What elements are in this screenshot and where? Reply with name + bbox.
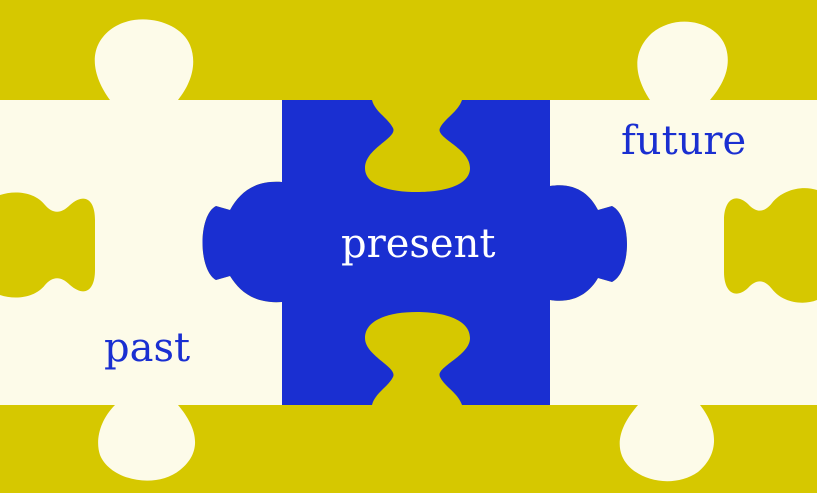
label-past: past [104, 328, 190, 368]
label-future: future [621, 121, 746, 161]
label-present: present [341, 224, 495, 264]
past-piece-inner-notch [0, 192, 95, 297]
future-piece-inner-notch [724, 188, 817, 303]
